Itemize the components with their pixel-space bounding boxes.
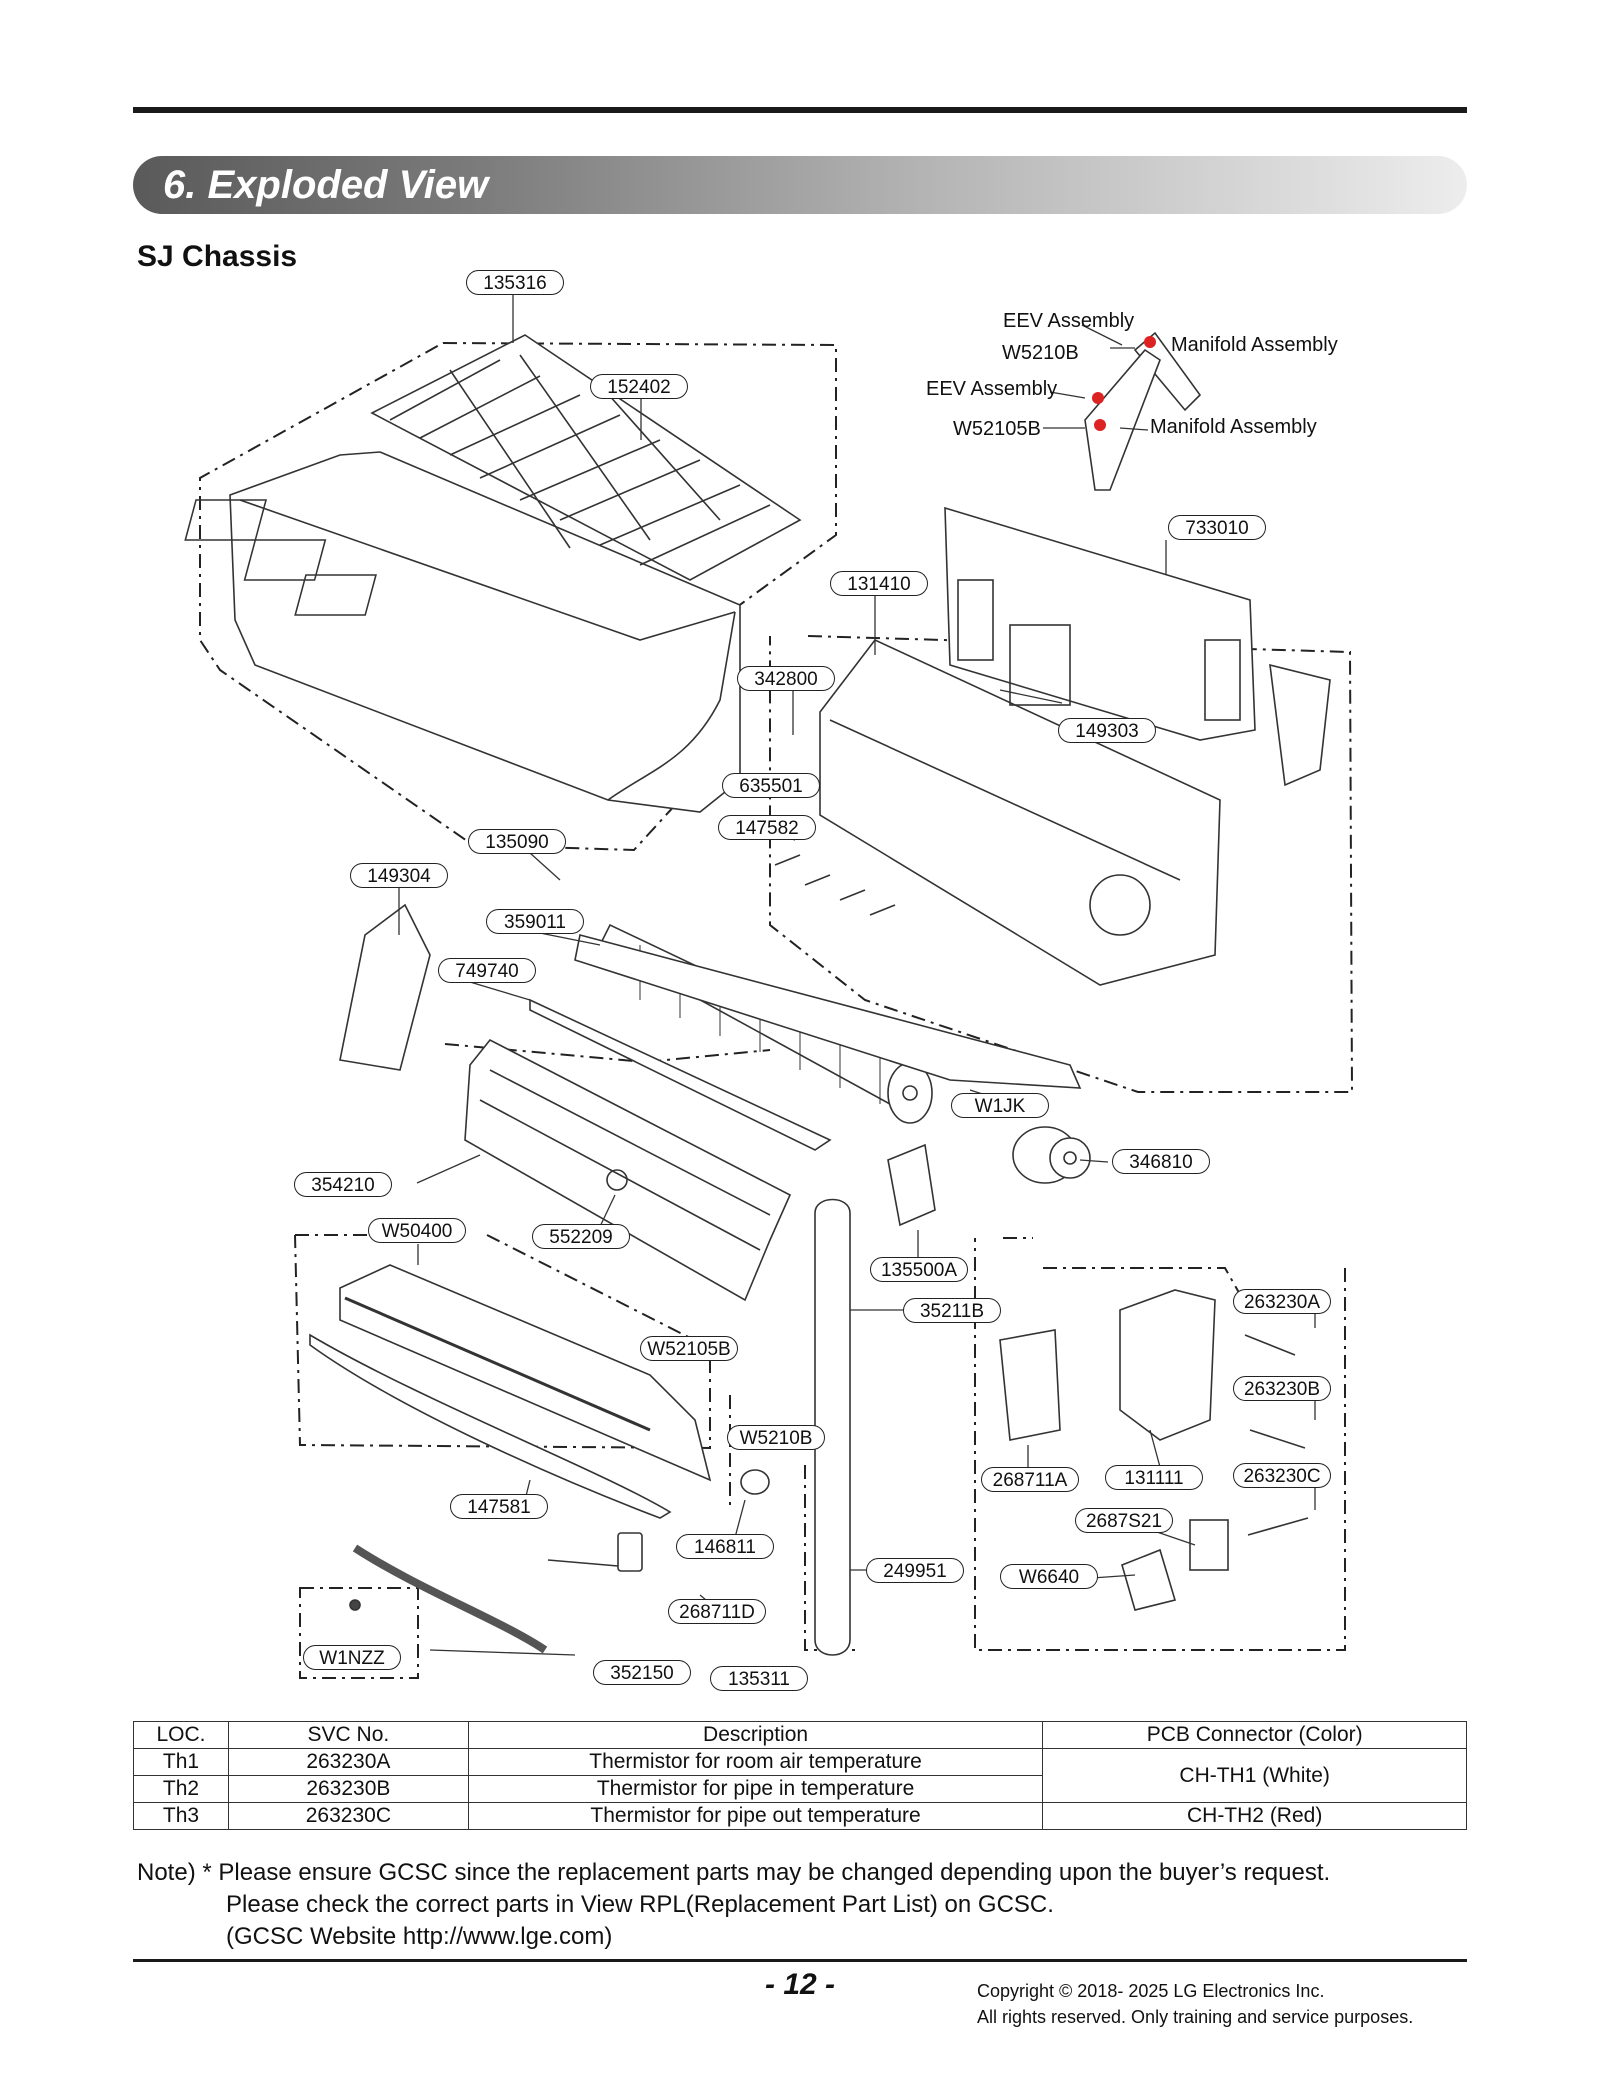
table-row: Th1 263230A Thermistor for room air temp… [133, 1748, 1467, 1803]
note-line: Please check the correct parts in View R… [226, 1891, 1054, 1918]
table-cell: Thermistor for pipe in temperature [467, 1775, 1044, 1803]
top-rule [133, 107, 1467, 113]
table-header: Description [467, 1721, 1044, 1749]
part-tag: 2687S21 [1075, 1508, 1173, 1533]
table-cell: CH-TH1 (White) [1042, 1748, 1467, 1803]
part-tag: 152402 [590, 374, 688, 399]
callout-w5210b: W5210B [1002, 342, 1079, 364]
part-tag: 35211B [903, 1298, 1001, 1323]
table-header-row: LOC. SVC No. Description PCB Connector (… [133, 1721, 1467, 1749]
table-cell: 263230A [227, 1748, 469, 1776]
air-filter-shape [370, 334, 802, 581]
callout-eev-assembly: EEV Assembly [926, 378, 1058, 400]
step-motor-shape [740, 1469, 770, 1495]
table-row: Th3 263230C Thermistor for pipe out temp… [133, 1802, 1467, 1830]
part-tag: W50400 [368, 1218, 466, 1243]
part-tag: 131111 [1105, 1465, 1203, 1490]
part-tag: 268711D [668, 1599, 766, 1624]
section-title: 6. Exploded View [163, 163, 489, 207]
callout-w52105b: W52105B [953, 418, 1041, 440]
fan-motor-shape [1012, 1126, 1091, 1184]
part-tag: 149304 [350, 863, 448, 888]
table-header: LOC. [133, 1721, 229, 1749]
vane-assembly-shape [309, 1264, 712, 1519]
installation-plate-shape [944, 506, 1331, 787]
callout-manifold-assembly: Manifold Assembly [1150, 416, 1317, 438]
manifold-shape [1084, 331, 1202, 491]
part-tag: 749740 [438, 958, 536, 983]
table-row: Th2 263230B Thermistor for pipe in tempe… [133, 1775, 1467, 1803]
part-tag: 359011 [486, 909, 584, 934]
callout-manifold-assembly: Manifold Assembly [1171, 334, 1338, 356]
screw-group-outline [299, 1587, 419, 1679]
evaporator-shape [464, 1038, 792, 1302]
copyright-line: Copyright © 2018- 2025 LG Electronics In… [977, 1981, 1325, 2001]
part-tag: 249951 [866, 1558, 964, 1583]
part-tag: 352150 [593, 1660, 691, 1685]
note-line: (GCSC Website http://www.lge.com) [226, 1923, 613, 1950]
control-box-group-outline [974, 1237, 1346, 1651]
part-tag: 149303 [1058, 718, 1156, 743]
part-tag: W1JK [951, 1093, 1049, 1118]
note-line: Note) * Please ensure GCSC since the rep… [137, 1859, 1331, 1886]
part-tag: 135316 [466, 270, 564, 295]
table-cell: Th1 [133, 1748, 229, 1776]
part-tag: 147582 [718, 815, 816, 840]
motor-cover-shape [887, 1143, 936, 1227]
part-tag: 131410 [830, 571, 928, 596]
table-cell: Thermistor for room air temperature [467, 1748, 1044, 1776]
vane-strip-shape [529, 998, 832, 1151]
table-cell: Th2 [133, 1775, 229, 1803]
chassis-subtitle: SJ Chassis [137, 240, 298, 273]
part-tag: 135090 [468, 829, 566, 854]
part-tag: 263230C [1233, 1463, 1331, 1488]
part-tag: 552209 [532, 1224, 630, 1249]
table-cell: Thermistor for pipe out temperature [467, 1802, 1044, 1830]
part-tag: W52105B [640, 1336, 738, 1361]
part-tag: 263230B [1233, 1376, 1331, 1401]
part-tag: 268711A [981, 1467, 1079, 1492]
evaporator-group-outline [444, 1043, 771, 1064]
part-tag: 263230A [1233, 1289, 1331, 1314]
flexible-hose-shape [352, 1544, 548, 1654]
copyright-line: All rights reserved. Only training and s… [977, 2007, 1414, 2027]
drain-hose-shape [814, 1198, 851, 1656]
bottom-rule [133, 1959, 1467, 1962]
chassis-group-outline [769, 635, 1354, 1093]
part-tag: W6640 [1000, 1564, 1098, 1589]
front-panel-shape [184, 451, 741, 813]
callout-eev-assembly: EEV Assembly [1003, 310, 1135, 332]
screw-shape [349, 1599, 361, 1611]
part-tag: 354210 [294, 1172, 392, 1197]
drain-pan-shape [574, 934, 1082, 1089]
pipe-group-outline [729, 1395, 855, 1651]
section-banner: 6. Exploded View [133, 156, 1467, 214]
table-cell: 263230B [227, 1775, 469, 1803]
note-block: Note) * Please ensure GCSC since the rep… [137, 1857, 1330, 1953]
part-tag: 342800 [737, 666, 835, 691]
part-tag: W1NZZ [303, 1645, 401, 1670]
part-tag: 346810 [1112, 1149, 1210, 1174]
page-number: - 12 - [765, 1968, 836, 2001]
table-cell: 263230C [227, 1802, 469, 1830]
part-tag: W5210B [727, 1425, 825, 1450]
table-cell: Th3 [133, 1802, 229, 1830]
table-header: PCB Connector (Color) [1042, 1721, 1467, 1749]
part-tag: 146811 [676, 1534, 774, 1559]
copyright: Copyright © 2018- 2025 LG Electronics In… [977, 1978, 1413, 2030]
control-box-shape [999, 1289, 1309, 1611]
side-cover-shape [339, 903, 431, 1071]
part-tag: 635501 [722, 773, 820, 798]
display-pcb-shape [547, 1532, 643, 1572]
table-header: SVC No. [227, 1721, 469, 1749]
part-tag: 135311 [710, 1666, 808, 1691]
part-tag: 733010 [1168, 515, 1266, 540]
exploded-view-drawing [184, 295, 1354, 1679]
part-tag: 135500A [870, 1257, 968, 1282]
table-cell: CH-TH2 (Red) [1042, 1802, 1467, 1830]
front-panel-group-outline [199, 341, 837, 852]
thermistor-table: LOC. SVC No. Description PCB Connector (… [133, 1721, 1467, 1830]
part-tag: 147581 [450, 1494, 548, 1519]
